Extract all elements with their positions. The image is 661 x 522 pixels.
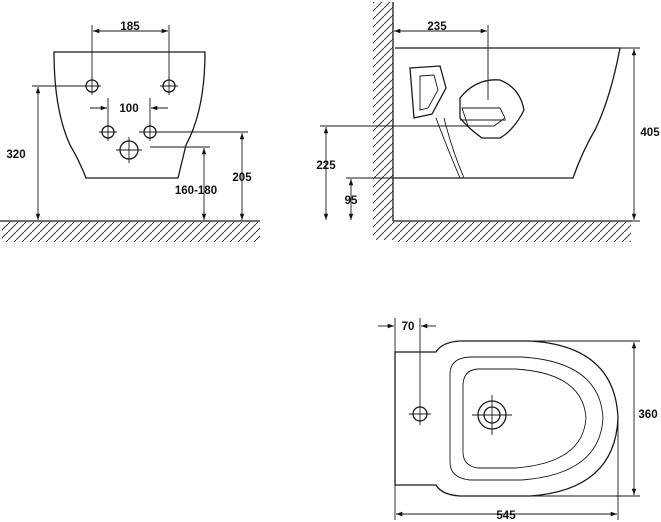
side-view: 235 405 225 95: [316, 2, 660, 242]
side-bidet-outline: [395, 47, 621, 179]
dim-225-label: 225: [316, 160, 336, 172]
front-floor-hatch: [2, 222, 260, 242]
outlet-hole: [116, 137, 142, 163]
dim-235-label: 235: [427, 21, 447, 33]
side-inlet-fitting: [409, 65, 447, 119]
dim-545-label: 545: [496, 510, 516, 522]
top-bowl-inner: [462, 368, 587, 469]
front-view: 185 100 320 160-180 205: [0, 21, 260, 242]
side-floor-hatch: [393, 222, 631, 242]
side-wall-hatch: [373, 2, 393, 240]
top-view: 70 360 545: [378, 318, 658, 522]
drain-hole: [472, 395, 512, 435]
top-bowl-outer: [449, 356, 604, 481]
dim-160-180-label: 160-180: [175, 185, 217, 197]
tap-hole: [409, 403, 431, 425]
dim-205-label: 205: [232, 172, 252, 184]
top-bidet-outline: [394, 340, 619, 497]
dim-405-label: 405: [640, 127, 660, 139]
side-outlet-fitting: [459, 79, 525, 139]
dim-320-label: 320: [6, 149, 25, 161]
front-bidet-outline: [53, 51, 206, 179]
dim-100-label: 100: [119, 103, 138, 115]
dim-185-label: 185: [120, 21, 140, 33]
dim-95-label: 95: [345, 195, 358, 207]
dim-70-label: 70: [402, 321, 415, 333]
dim-360-label: 360: [638, 409, 657, 421]
